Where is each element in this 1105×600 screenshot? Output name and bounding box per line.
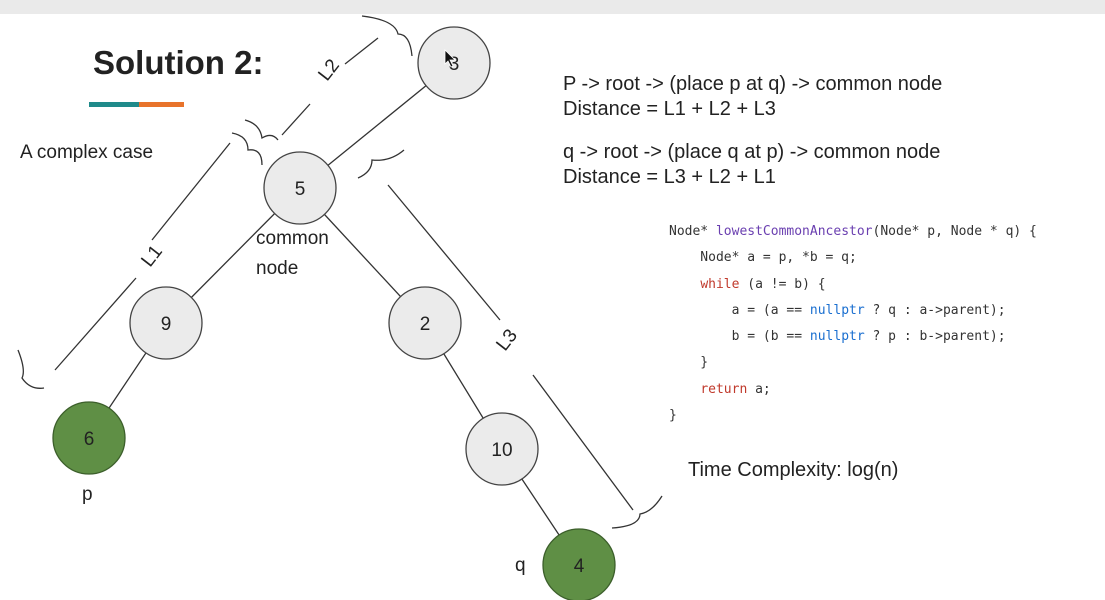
tree-node-6: 6	[52, 401, 126, 475]
brace-l2-bottom	[244, 119, 279, 141]
tree-node-4: 4	[542, 528, 616, 600]
q-path-text: q -> root -> (place q at p) -> common no…	[563, 141, 941, 163]
l3-line-upper	[387, 184, 501, 321]
l1-line-lower	[54, 277, 137, 371]
segment-guides	[54, 37, 634, 511]
node-circle	[129, 286, 203, 360]
node-label: 5	[295, 179, 306, 200]
function-name: lowestCommonAncestor	[715, 224, 873, 239]
top-bar	[0, 0, 1105, 14]
p-path-text: P -> root -> (place p at q) -> common no…	[563, 73, 943, 95]
node-label: 2	[420, 314, 431, 335]
code-line-while: while (a != b) {	[700, 276, 826, 292]
code-block: Node* lowestCommonAncestor(Node* p, Node…	[669, 219, 1037, 429]
segment-label-l3: L3	[492, 325, 522, 355]
tree-nodes: 3 5 9 2 6 10 4	[52, 26, 616, 600]
node-circle	[417, 26, 491, 100]
code-line-signature: Node* lowestCommonAncestor(Node* p, Node…	[669, 224, 1037, 239]
brace-l3-bottom	[611, 495, 663, 529]
q-label: q	[515, 555, 526, 576]
mouse-cursor-icon	[444, 49, 456, 68]
l2-line-upper	[344, 37, 379, 65]
node-circle	[263, 151, 337, 225]
return-keyword: return	[700, 381, 748, 397]
q-formula: q -> root -> (place q at p) -> common no…	[563, 140, 940, 190]
code-line-b: b = (b == nullptr ? p : b->parent);	[669, 329, 1006, 345]
node-label: 9	[161, 314, 172, 335]
title-underline-teal	[89, 102, 139, 107]
node-label: 4	[574, 556, 585, 577]
node-circle	[465, 412, 539, 486]
brace-l2-top	[361, 15, 413, 57]
brace-l1-top	[231, 132, 263, 166]
code-line-close-inner: }	[669, 355, 709, 371]
p-distance-text: Distance = L1 + L2 + L3	[563, 98, 776, 120]
segment-label-l2: L2	[314, 55, 344, 85]
node-label: 10	[491, 440, 512, 461]
p-formula: P -> root -> (place p at q) -> common no…	[563, 72, 942, 122]
q-distance-text: Distance = L3 + L2 + L1	[563, 166, 776, 188]
node-circle	[52, 401, 126, 475]
l3-line-lower	[532, 374, 634, 511]
node-circle	[388, 286, 462, 360]
code-line-return: return a;	[700, 381, 771, 397]
tree-node-10: 10	[465, 412, 539, 486]
node-label: 3	[449, 54, 460, 75]
slide-title: Solution 2:	[93, 44, 264, 81]
l1-line-upper	[151, 142, 231, 241]
brace-l1-bottom	[17, 349, 45, 389]
code-line-decl: Node* a = p, *b = q;	[669, 250, 857, 266]
tree-node-2: 2	[388, 286, 462, 360]
tree-node-9: 9	[129, 286, 203, 360]
title-underline-orange	[139, 102, 184, 107]
tree-node-3: 3	[417, 26, 491, 100]
tree-node-5: 5	[263, 151, 337, 225]
while-keyword: while	[700, 276, 740, 292]
node-circle	[542, 528, 616, 600]
code-line-a: a = (a == nullptr ? q : a->parent);	[669, 302, 1006, 318]
node-label: 6	[84, 429, 95, 450]
case-label: A complex case	[20, 142, 154, 163]
l2-line-lower	[281, 103, 311, 136]
p-label: p	[82, 484, 93, 505]
code-line-close-outer: }	[669, 408, 677, 424]
common-node-label-line2: node	[256, 258, 299, 279]
common-node-label: common node	[256, 224, 329, 284]
segment-label-l1: L1	[137, 241, 167, 271]
brace-l3-top	[357, 149, 405, 179]
common-node-label-line1: common	[256, 228, 329, 249]
time-complexity: Time Complexity: log(n)	[688, 459, 899, 481]
braces	[17, 15, 663, 529]
